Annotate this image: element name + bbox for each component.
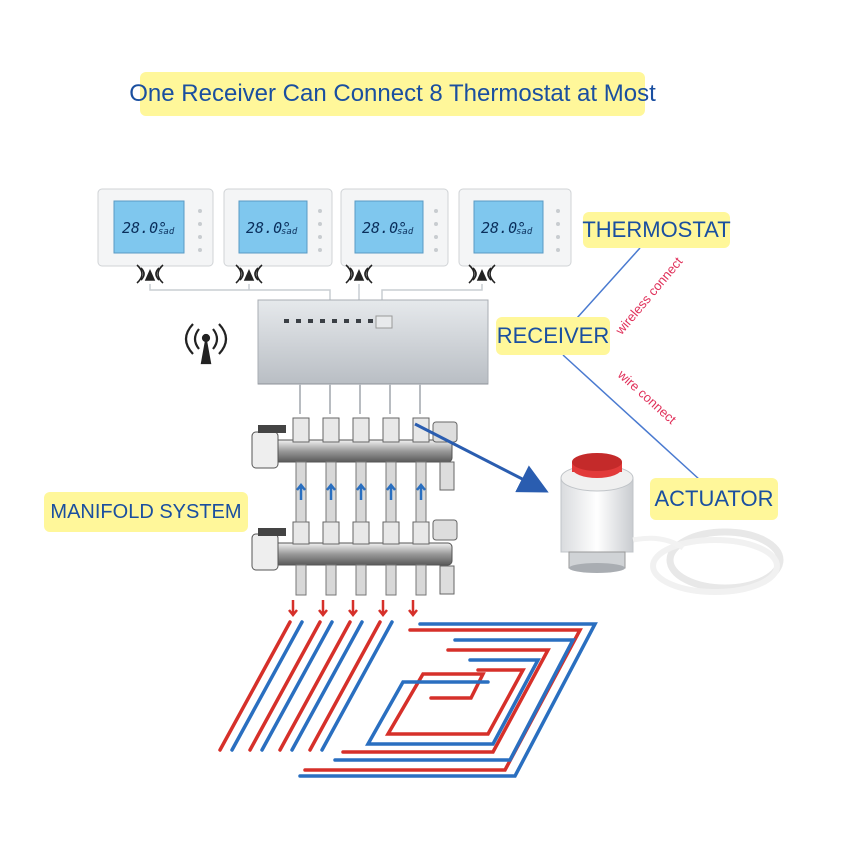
receiver-box [257, 299, 489, 385]
thermostat-temp-display: 28.0° [246, 219, 291, 237]
wireless-signal-icon [468, 264, 496, 284]
thermostat-label: THERMOSTAT [582, 212, 731, 248]
wireless-signal-icon [235, 264, 263, 284]
headline: One Receiver Can Connect 8 Thermostat at… [129, 72, 656, 116]
flow-arrows-down [288, 600, 418, 618]
manifold-system-label: MANIFOLD SYSTEM [44, 492, 248, 532]
receiver-label: RECEIVER [496, 317, 610, 355]
arrow-icon [414, 422, 549, 493]
thermostat-unit: 28.0° sad [458, 188, 572, 267]
thermostat-unit: 28.0° sad [223, 188, 333, 267]
thermostat-temp-display: 28.0° [481, 219, 526, 237]
thermostat-mode-display: sad [516, 227, 533, 237]
thermostat-links [149, 284, 483, 300]
thermostat-group: 28.0° sad 28.0° sad 28.0° sad 28.0° sad [97, 188, 572, 267]
wireless-signal-icon [136, 264, 164, 284]
manifold [251, 417, 458, 596]
wireless-signal-icon [345, 264, 373, 284]
thermostat-mode-display: sad [158, 227, 175, 237]
wire-connect-line [562, 354, 701, 481]
antenna-icon [184, 323, 228, 365]
thermostat-unit: 28.0° sad [97, 188, 214, 267]
flow-arrows-up [296, 482, 426, 500]
floor-heating-pipes [218, 620, 598, 778]
thermostat-temp-display: 28.0° [362, 219, 407, 237]
actuator-label: ACTUATOR [650, 478, 778, 520]
thermostat-unit: 28.0° sad [340, 188, 449, 267]
actuator-device [560, 453, 784, 595]
thermostat-temp-display: 28.0° [122, 219, 167, 237]
wireless-connect-line [576, 247, 641, 319]
thermostat-mode-display: sad [397, 227, 414, 237]
receiver-wires [299, 384, 421, 414]
thermostat-mode-display: sad [281, 227, 298, 237]
